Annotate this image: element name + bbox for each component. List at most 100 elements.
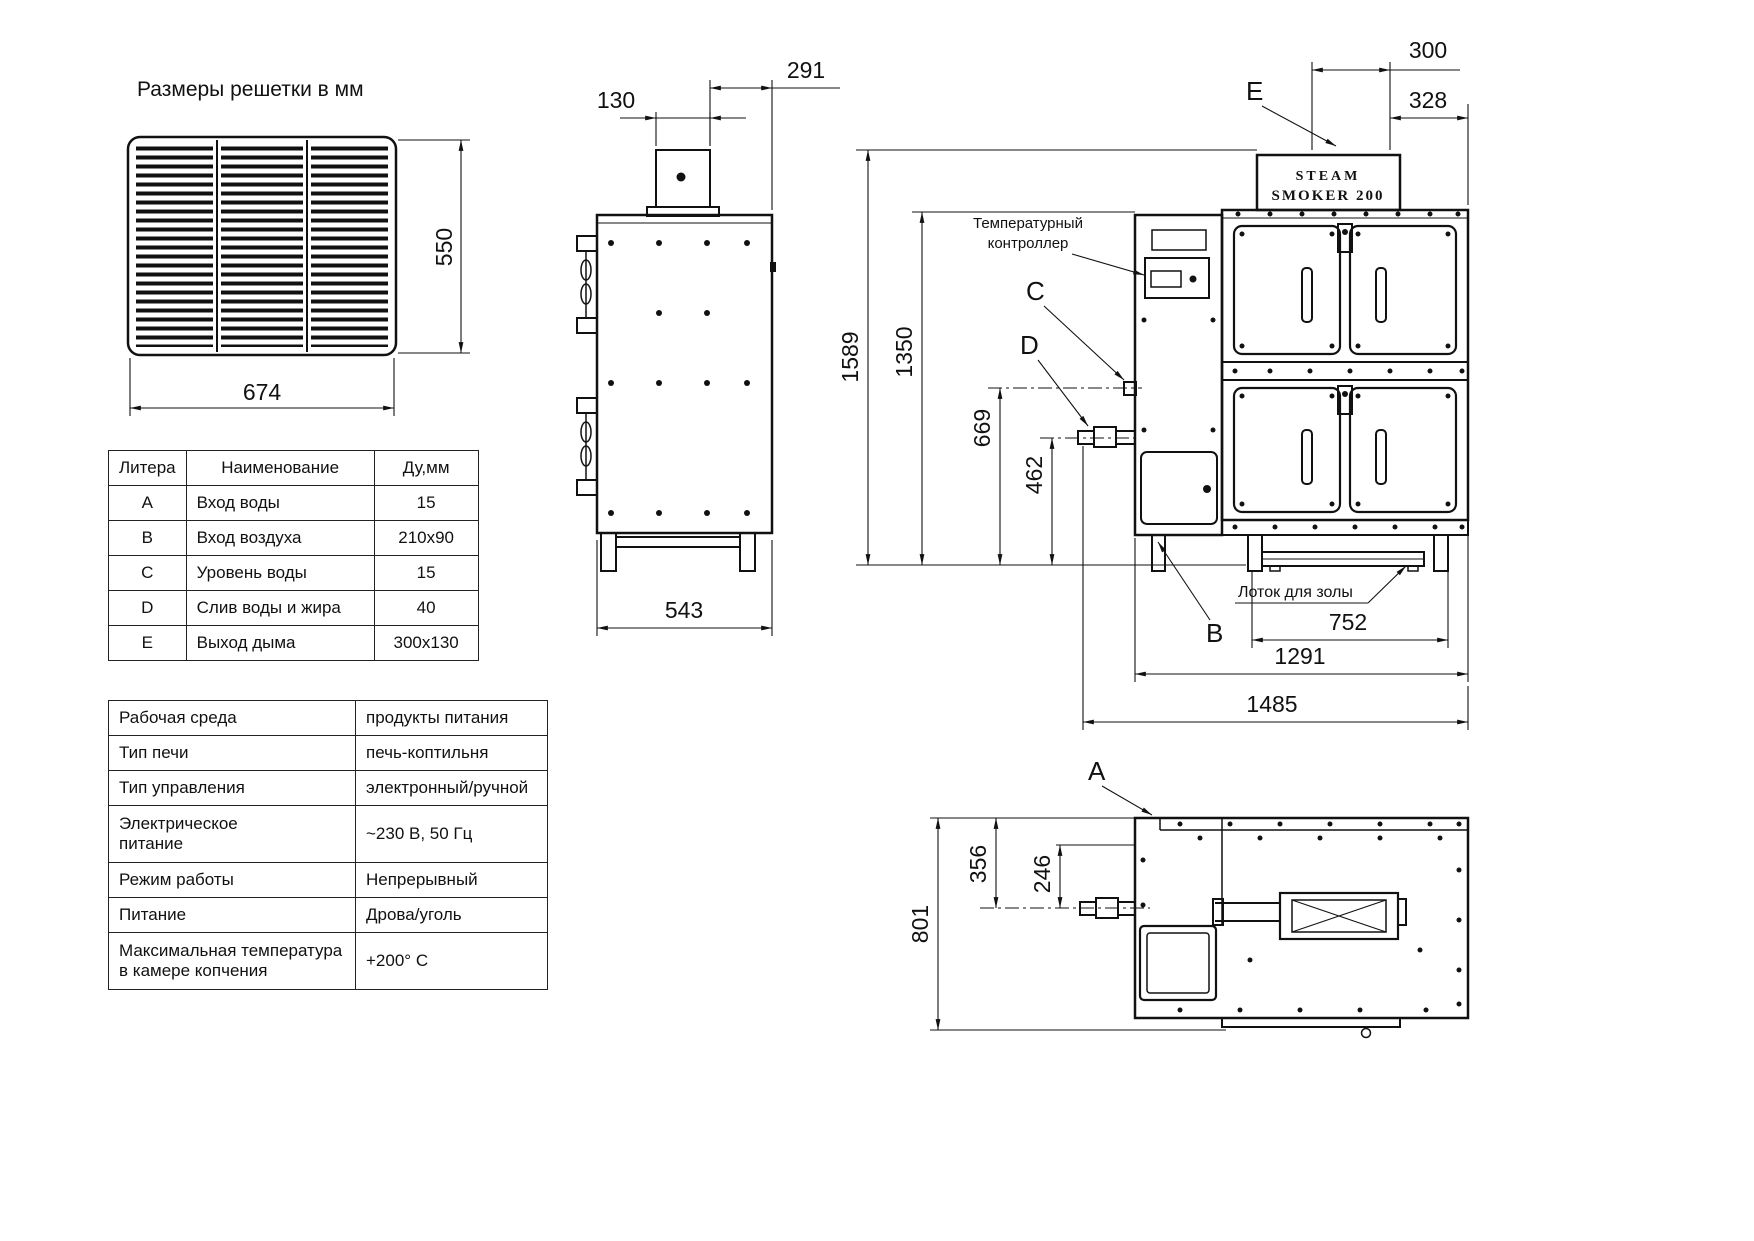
cell: Питание bbox=[108, 897, 356, 933]
ports-row-b: B Вход воздуха 210x90 bbox=[108, 520, 479, 556]
cell: Дрова/уголь bbox=[355, 897, 548, 933]
brand-text-line2: SMOKER 200 bbox=[1272, 188, 1385, 204]
dim-grate-height: 550 bbox=[398, 139, 470, 354]
dim-291-label: 291 bbox=[787, 57, 825, 83]
upper-latch bbox=[1337, 223, 1353, 253]
cell: Выход дыма bbox=[185, 625, 375, 661]
cell: Максимальная температура в камере копчен… bbox=[108, 932, 356, 990]
cell: 15 bbox=[373, 485, 479, 521]
cell: +200° C bbox=[355, 932, 548, 990]
legs-and-tray bbox=[1151, 534, 1449, 572]
dim-356-label: 356 bbox=[965, 845, 991, 883]
side-view: 130 291 543 bbox=[576, 57, 840, 636]
dim-246-label: 246 bbox=[1029, 855, 1055, 893]
dim-1485-label: 1485 bbox=[1246, 691, 1297, 717]
drain-valve bbox=[1077, 426, 1136, 448]
ports-row-a: A Вход воды 15 bbox=[108, 485, 479, 521]
dim-side-depth: 543 bbox=[596, 540, 773, 636]
upper-left-door bbox=[1232, 224, 1342, 356]
dim-top-depth: 801 bbox=[907, 817, 1226, 1031]
ash-tray-label: Лоток для золы bbox=[1238, 584, 1353, 601]
dim-side-chimney-offset: 291 bbox=[709, 57, 840, 210]
spec-row: Питание Дрова/уголь bbox=[108, 897, 548, 933]
grate-view: 550 674 bbox=[126, 135, 470, 416]
lower-left-door-handle bbox=[1301, 429, 1313, 485]
dim-top-axis-2: 246 bbox=[1029, 844, 1135, 908]
controller-label-line2: контроллер bbox=[988, 235, 1069, 252]
ports-row-d: D Слив воды и жира 40 bbox=[108, 590, 479, 626]
cell: электронный/ручной bbox=[355, 770, 548, 806]
firebox bbox=[1123, 213, 1224, 537]
cell: 210x90 bbox=[373, 520, 479, 556]
dim-front-water-level-height: 669 bbox=[969, 388, 1003, 565]
ports-header-name: Наименование bbox=[185, 450, 375, 486]
cell: D bbox=[108, 590, 187, 626]
dim-top-axis-1: 356 bbox=[965, 818, 999, 908]
dim-752-label: 752 bbox=[1329, 609, 1367, 635]
dim-front-chimney-offset: 328 bbox=[1390, 87, 1469, 205]
cell: A bbox=[108, 485, 187, 521]
dim-front-total-height: 1589 bbox=[837, 149, 1257, 566]
side-hinge-upper bbox=[576, 235, 598, 334]
cell: 300x130 bbox=[373, 625, 479, 661]
ports-table: Литера Наименование Ду,мм A Вход воды 15… bbox=[108, 450, 479, 661]
dim-front-body-height: 1350 bbox=[891, 211, 1135, 565]
grate-slats-left bbox=[136, 146, 213, 347]
dim-1350-label: 1350 bbox=[891, 326, 917, 377]
cell: продукты питания bbox=[355, 700, 548, 736]
cell: C bbox=[108, 555, 187, 591]
cell: ~230 В, 50 Гц bbox=[355, 805, 548, 863]
brand-text-line1: STEAM bbox=[1296, 169, 1361, 184]
side-hinge-lower bbox=[576, 397, 598, 496]
ports-row-e: E Выход дыма 300x130 bbox=[108, 625, 479, 661]
dim-328-label: 328 bbox=[1409, 87, 1447, 113]
lower-right-door-handle bbox=[1375, 429, 1387, 485]
upper-right-door bbox=[1348, 224, 1458, 356]
upper-left-door-handle bbox=[1301, 267, 1313, 323]
cell: Режим работы bbox=[108, 862, 356, 898]
spec-row: Электрическое питание ~230 В, 50 Гц bbox=[108, 805, 548, 863]
dim-front-tray-width: 752 bbox=[1251, 572, 1449, 648]
dim-front-body-width: 1291 bbox=[1134, 524, 1469, 682]
cell: Вход воды bbox=[185, 485, 375, 521]
spec-row: Максимальная температура в камере копчен… bbox=[108, 932, 548, 990]
dim-130-label: 130 bbox=[597, 87, 635, 113]
spec-row: Рабочая среда продукты питания bbox=[108, 700, 548, 736]
cell: Рабочая среда bbox=[108, 700, 356, 736]
exhaust-plan bbox=[1212, 891, 1407, 941]
cell: Уровень воды bbox=[185, 555, 375, 591]
dim-grate-height-label: 550 bbox=[431, 228, 457, 266]
firebox-vent-grille bbox=[1151, 229, 1207, 251]
spec-row: Тип управления электронный/ручной bbox=[108, 770, 548, 806]
dim-front-total-width: 1485 bbox=[1082, 446, 1469, 730]
spec-row: Режим работы Непрерывный bbox=[108, 862, 548, 898]
top-view: 801 356 246 A bbox=[907, 756, 1470, 1039]
temperature-controller-panel bbox=[1144, 257, 1210, 299]
grate-slats-middle bbox=[221, 146, 303, 347]
mark-e: E bbox=[1246, 76, 1263, 106]
side-screws bbox=[608, 240, 750, 516]
cell: 15 bbox=[373, 555, 479, 591]
ports-header-size: Ду,мм bbox=[373, 450, 479, 486]
firebox-door bbox=[1140, 451, 1218, 525]
dim-462-label: 462 bbox=[1021, 456, 1047, 494]
cell: печь-коптильня bbox=[355, 735, 548, 771]
dim-669-label: 669 bbox=[969, 409, 995, 447]
cell: Электрическое питание bbox=[108, 805, 356, 863]
dim-grate-width: 674 bbox=[129, 358, 395, 416]
cell: E bbox=[108, 625, 187, 661]
top-view-screws bbox=[1140, 821, 1462, 1013]
upper-right-door-handle bbox=[1375, 267, 1387, 323]
front-view: STEAM SMOKER 200 bbox=[837, 37, 1470, 730]
cell: Вход воздуха bbox=[185, 520, 375, 556]
lower-left-door bbox=[1232, 386, 1342, 514]
page-title: Размеры решетки в мм bbox=[137, 78, 364, 101]
grate-slats-right bbox=[311, 146, 388, 347]
mark-d: D bbox=[1020, 330, 1039, 360]
body-screws bbox=[1232, 211, 1465, 530]
cell: Слив воды и жира bbox=[185, 590, 375, 626]
dim-801-label: 801 bbox=[907, 905, 933, 943]
cell: B bbox=[108, 520, 187, 556]
